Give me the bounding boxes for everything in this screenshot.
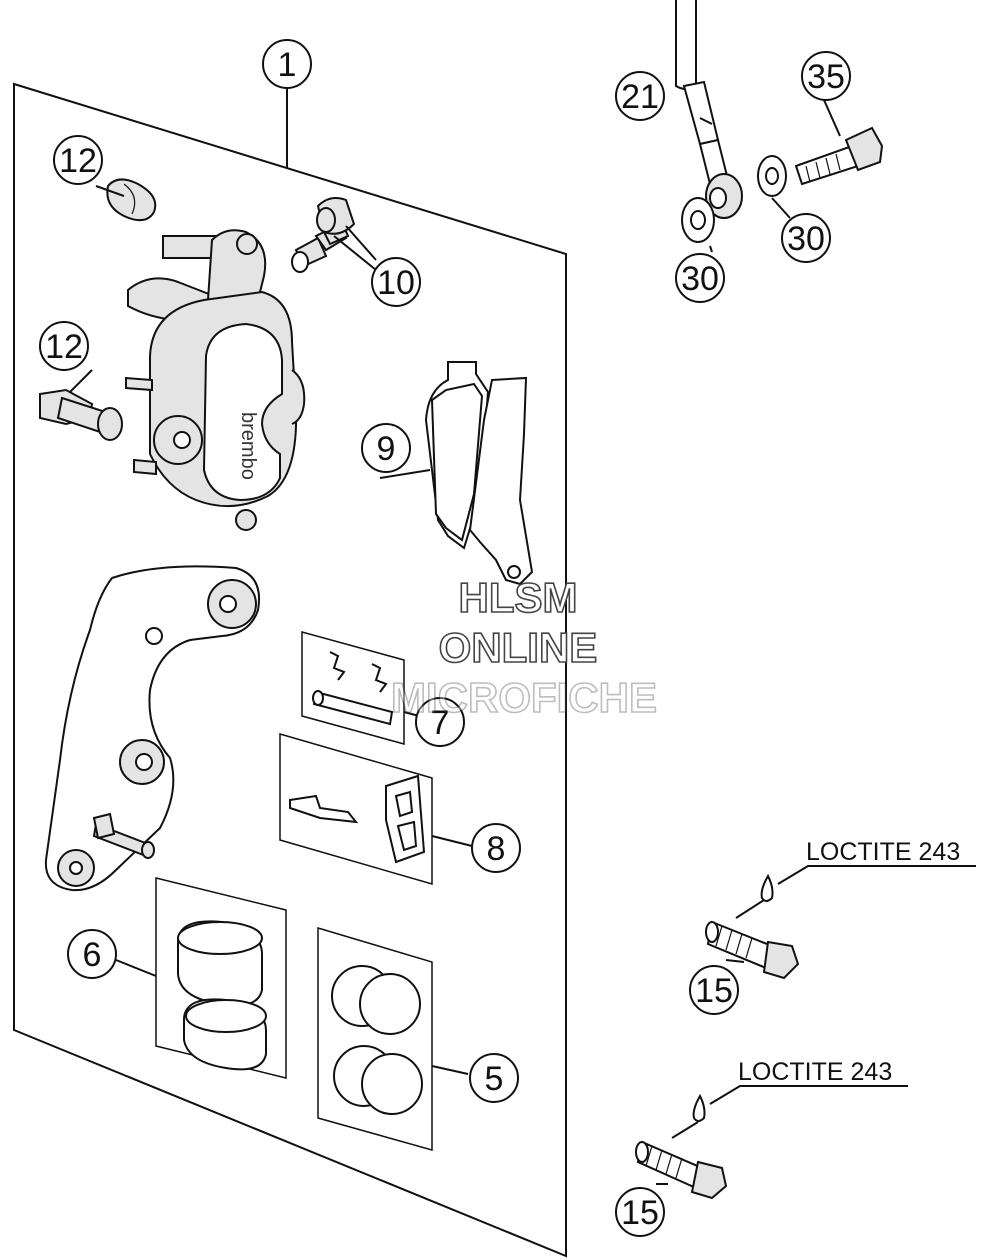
dust-cap — [106, 178, 157, 222]
seals-box — [317, 926, 433, 1151]
svg-text:6: 6 — [83, 936, 102, 974]
slide-pin-bolt — [39, 388, 123, 441]
brake-hose — [675, 0, 743, 219]
caliper-bracket — [44, 565, 260, 892]
washer-left — [681, 197, 715, 243]
watermark-line-2: ONLINE — [439, 624, 598, 671]
callout-35: 35 — [801, 51, 851, 101]
pin-kit-box — [301, 631, 405, 745]
loctite-drop-upper-icon — [760, 873, 774, 902]
svg-text:30: 30 — [787, 220, 825, 258]
brake-pads — [424, 361, 534, 586]
svg-text:9: 9 — [377, 430, 396, 468]
mounting-bolt-upper — [705, 920, 800, 980]
callout-6: 6 — [67, 929, 117, 979]
callout-1: 1 — [262, 39, 312, 89]
svg-text:10: 10 — [377, 264, 415, 302]
svg-text:1: 1 — [278, 46, 297, 84]
callout-12-top: 12 — [53, 135, 103, 185]
svg-text:21: 21 — [621, 78, 659, 116]
caliper-brand-text: brembo — [237, 412, 259, 480]
loctite-drop-lower-icon — [692, 1093, 706, 1122]
svg-text:12: 12 — [45, 328, 83, 366]
callout-9: 9 — [361, 423, 411, 473]
callout-21: 21 — [615, 71, 665, 121]
svg-text:5: 5 — [485, 1060, 504, 1098]
callout-8: 8 — [471, 823, 521, 873]
pistons-box — [155, 877, 287, 1079]
spring-kit-box — [279, 733, 433, 885]
callout-7: 7 — [415, 697, 465, 747]
callout-30-left: 30 — [675, 253, 725, 303]
brake-caliper: brembo — [125, 229, 306, 531]
loctite-label-upper: LOCTITE 243 — [806, 838, 960, 866]
watermark-line-1: HLSM — [459, 574, 578, 621]
callout-10: 10 — [371, 257, 421, 307]
mounting-bolt-lower — [635, 1140, 728, 1200]
callout-5: 5 — [469, 1053, 519, 1103]
svg-text:30: 30 — [681, 260, 719, 298]
loctite-label-lower: LOCTITE 243 — [738, 1058, 892, 1086]
svg-text:12: 12 — [59, 142, 97, 180]
washer-right — [757, 155, 787, 197]
callout-15-upper: 15 — [689, 965, 739, 1015]
callout-15-lower: 15 — [615, 1187, 665, 1237]
banjo-bolt — [794, 126, 884, 186]
callout-30-right: 30 — [781, 213, 831, 263]
svg-text:8: 8 — [487, 830, 506, 868]
bleeder-valve — [291, 197, 356, 273]
svg-text:15: 15 — [695, 972, 733, 1010]
svg-text:35: 35 — [807, 58, 845, 96]
svg-text:7: 7 — [431, 704, 450, 742]
watermark-line-3: MICROFICHE — [391, 674, 657, 721]
svg-text:15: 15 — [621, 1194, 659, 1232]
callout-12-lower: 12 — [39, 321, 89, 371]
